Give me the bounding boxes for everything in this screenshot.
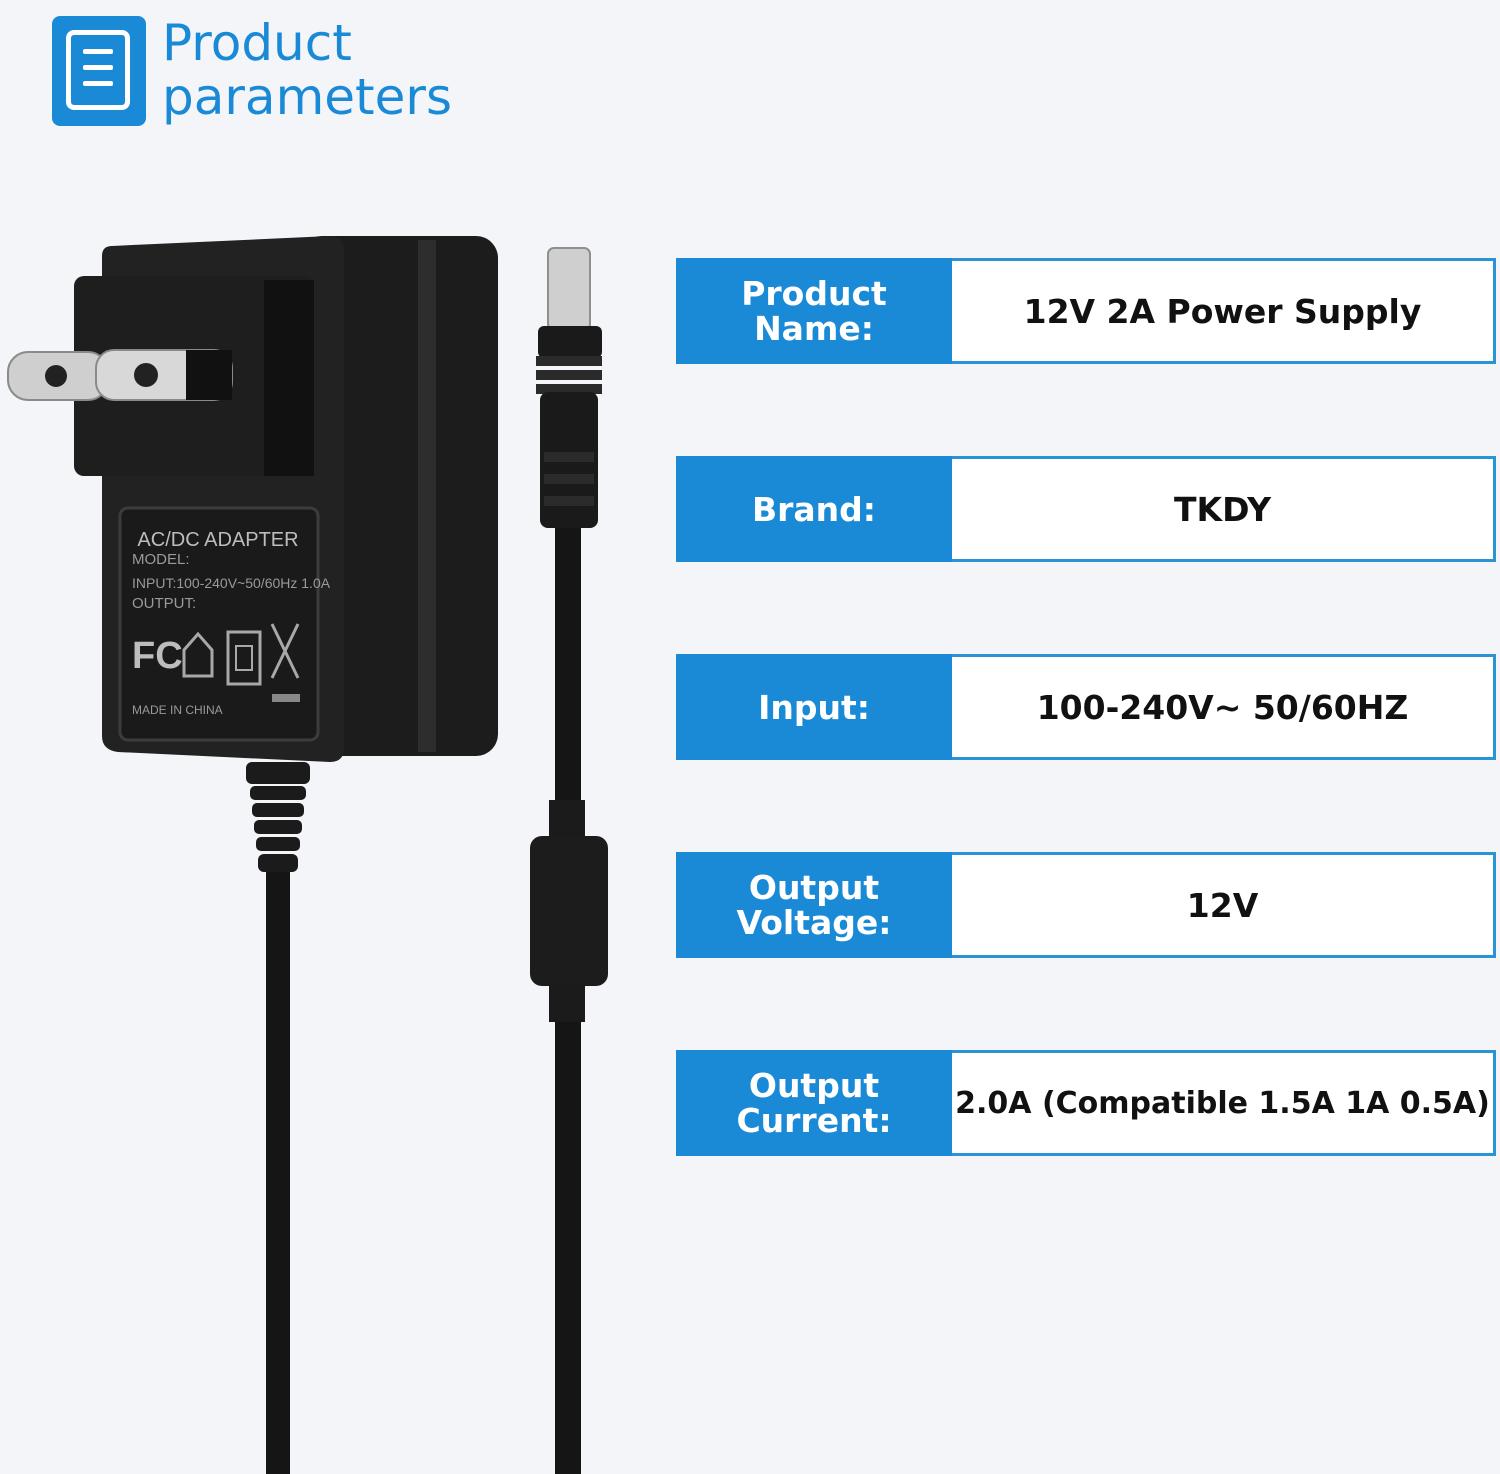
param-row-output-current: Output Current: 2.0A (Compatible 1.5A 1A… <box>676 1050 1496 1156</box>
page-title-line1: Product <box>162 14 352 72</box>
param-row-product-name: Product Name: 12V 2A Power Supply <box>676 258 1496 364</box>
param-label: Brand: <box>676 456 952 562</box>
ferrite-bead <box>530 836 608 986</box>
adapter-label-title: AC/DC ADAPTER <box>137 529 298 551</box>
ac-dc-adapter-photo: AC/DC ADAPTER MODEL: INPUT:100-240V~50/6… <box>7 236 608 1474</box>
param-value: 2.0A (Compatible 1.5A 1A 0.5A) <box>952 1050 1496 1156</box>
param-value: 12V <box>952 852 1496 958</box>
adapter-label-input: INPUT:100-240V~50/60Hz 1.0A <box>132 575 331 591</box>
adapter-label-output: OUTPUT: <box>132 595 196 612</box>
page-title-line2: parameters <box>162 68 453 126</box>
param-row-brand: Brand: TKDY <box>676 456 1496 562</box>
param-value: 12V 2A Power Supply <box>952 258 1496 364</box>
double-insulation-icon <box>226 630 262 686</box>
page-title: Product parameters <box>162 16 452 124</box>
param-label: Output Voltage: <box>676 852 952 958</box>
param-label: Output Current: <box>676 1050 952 1156</box>
param-row-input: Input: 100-240V~ 50/60HZ <box>676 654 1496 760</box>
param-value: TKDY <box>952 456 1496 562</box>
param-row-output-voltage: Output Voltage: 12V <box>676 852 1496 958</box>
home-icon <box>182 631 214 678</box>
adapter-label-made: MADE IN CHINA <box>132 703 223 717</box>
param-value: 100-240V~ 50/60HZ <box>952 654 1496 760</box>
adapter-label-model: MODEL: <box>132 551 190 568</box>
fc-mark: FC <box>132 635 183 677</box>
document-list-icon <box>52 16 146 126</box>
weee-bin-icon <box>270 623 300 679</box>
param-label: Input: <box>676 654 952 760</box>
page-header: Product parameters <box>52 16 452 126</box>
param-label: Product Name: <box>676 258 952 364</box>
